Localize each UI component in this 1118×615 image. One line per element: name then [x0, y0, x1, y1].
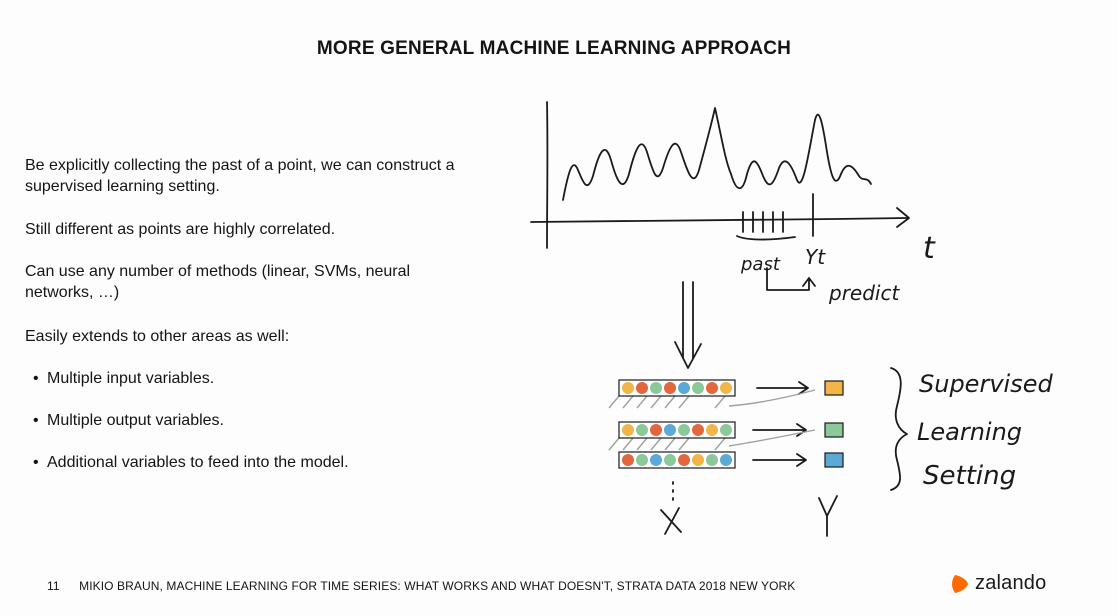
target-label: Yt: [805, 245, 826, 269]
feature-row: [618, 451, 736, 469]
zalando-logo-icon: [952, 574, 968, 593]
x-axis-line: [530, 217, 908, 223]
row-arrow: [756, 381, 809, 395]
shift-arrow-long: [728, 429, 816, 447]
down-arrowhead: [674, 341, 702, 369]
footer-citation: MIKIO BRAUN, MACHINE LEARNING FOR TIME S…: [79, 579, 796, 593]
bullet-item: Additional variables to feed into the mo…: [33, 452, 349, 494]
bullet-item: Multiple output variables.: [33, 410, 349, 452]
bullet-item: Multiple input variables.: [33, 368, 349, 410]
x-letter: [660, 507, 682, 535]
footer: 11 MIKIO BRAUN, MACHINE LEARNING FOR TIM…: [47, 579, 795, 593]
zalando-logo-text: zalando: [975, 572, 1047, 594]
shift-arrow-long: [728, 389, 816, 407]
row-arrow: [752, 423, 807, 437]
y-letter: [818, 495, 838, 537]
target-box: [824, 422, 844, 438]
hand-drawn-sketch: t past Yt predict Supervised Learning Se…: [530, 101, 1053, 537]
predict-label: predict: [828, 281, 900, 305]
predict-arrowhead: [802, 277, 816, 287]
slide-title: MORE GENERAL MACHINE LEARNING APPROACH: [316, 38, 792, 59]
feature-row: [618, 379, 736, 397]
bullet-list: Multiple input variables. Multiple outpu…: [33, 368, 349, 494]
shift-arrow: [608, 437, 726, 451]
target-box: [824, 452, 844, 468]
bracket-label-3: Setting: [923, 461, 1016, 491]
axis-label-t: t: [923, 231, 936, 266]
time-series-line: [562, 107, 872, 201]
past-label: past: [740, 254, 781, 275]
predict-arrow: [766, 267, 810, 291]
shift-arrow: [608, 395, 726, 409]
axis-arrowhead: [896, 207, 910, 228]
feature-row: [618, 421, 736, 439]
paragraph-4: Easily extends to other areas as well:: [25, 328, 290, 345]
curly-bracket: [890, 367, 908, 491]
zalando-logo: zalando: [952, 572, 1046, 595]
target-box: [824, 380, 844, 396]
page-number: 11: [47, 579, 60, 593]
row-arrow: [752, 453, 807, 467]
paragraph-3: Can use any number of methods (linear, S…: [25, 263, 411, 301]
paragraph-1: Be explicitly collecting the past of a p…: [25, 157, 455, 195]
paragraph-2: Still different as points are highly cor…: [25, 221, 336, 238]
bracket-label-2: Learning: [917, 418, 1022, 446]
bracket-label-1: Supervised: [919, 370, 1053, 398]
past-brace: [736, 235, 796, 241]
